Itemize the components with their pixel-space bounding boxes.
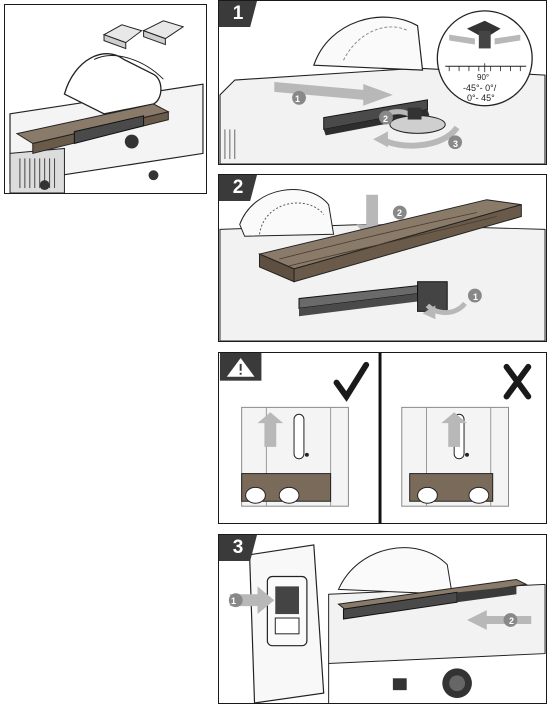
step-badge: 1 <box>219 1 257 27</box>
switch-on-illustration <box>219 535 546 703</box>
callout-3-label: 3 <box>453 139 459 149</box>
callout-1-label: 1 <box>231 596 237 606</box>
step-badge: 3 <box>219 535 257 561</box>
adjust-mitre-angle-illustration <box>219 1 546 164</box>
table-saw-overview <box>5 5 206 193</box>
check-mark-icon <box>333 361 370 402</box>
bevel-range-line1: -45°- 0°/ <box>463 83 497 93</box>
callout-1 <box>292 90 306 105</box>
cross-mark-icon <box>503 363 532 400</box>
place-workpiece-illustration <box>219 175 546 341</box>
callout-1-label: 1 <box>473 292 479 302</box>
step-1-panel: 1 1 2 3 90° -45°- 0°/ 0°- 45° <box>218 0 547 165</box>
callout-3 <box>448 135 463 150</box>
callout-2-label: 2 <box>509 616 515 626</box>
hand-position-comparison <box>219 353 546 523</box>
overview-illustration <box>4 4 207 194</box>
bevel-range-line2: 0°- 45° <box>467 93 495 103</box>
step-3-panel: 3 1 2 <box>218 534 547 704</box>
callout-2 <box>379 110 393 125</box>
callout-2-label: 2 <box>397 208 403 218</box>
step-badge: 2 <box>219 175 257 201</box>
warning-panel <box>218 352 547 524</box>
callout-1-label: 1 <box>295 94 301 104</box>
callout-2-label: 2 <box>383 114 389 124</box>
step-2-panel: 2 1 2 <box>218 174 547 342</box>
bevel-angle-zero-label: 90° <box>477 73 490 82</box>
